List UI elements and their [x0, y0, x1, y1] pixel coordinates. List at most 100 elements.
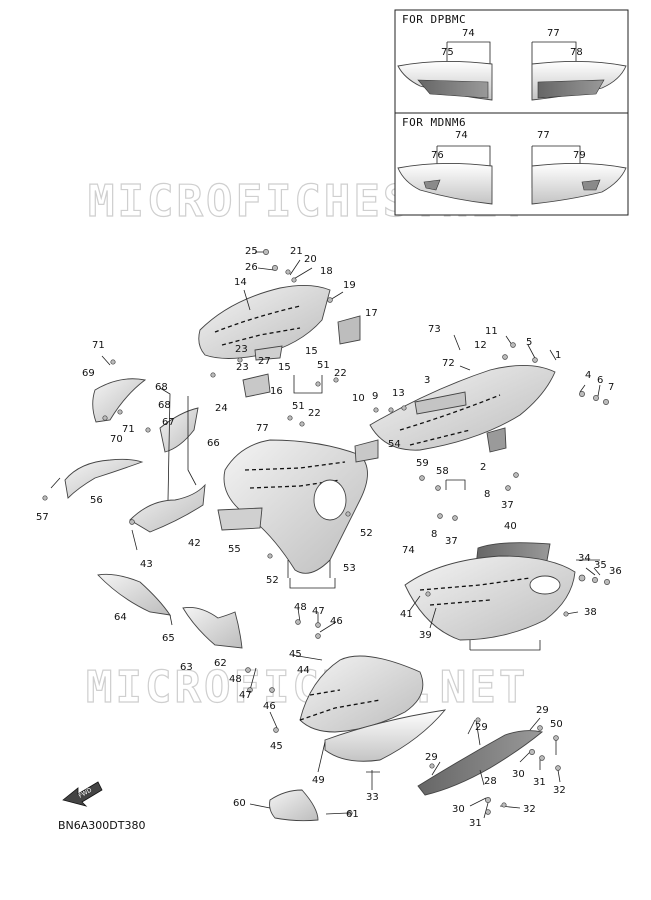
svg-text:66: 66 — [207, 438, 220, 449]
svg-text:30: 30 — [512, 769, 525, 780]
svg-text:22: 22 — [334, 368, 347, 379]
svg-text:30: 30 — [452, 804, 465, 815]
inset-label-74-top: 74 — [462, 28, 475, 39]
upper-cowling-14 — [198, 285, 331, 359]
panel-2 — [486, 427, 507, 453]
decal-75 — [417, 79, 489, 99]
svg-text:51: 51 — [317, 360, 330, 371]
svg-text:31: 31 — [533, 777, 546, 788]
svg-text:15: 15 — [278, 362, 291, 373]
svg-text:31: 31 — [469, 818, 482, 829]
svg-text:10: 10 — [352, 393, 365, 404]
piece-62 — [182, 607, 243, 649]
svg-text:41: 41 — [400, 609, 413, 620]
svg-text:71: 71 — [92, 340, 105, 351]
svg-text:18: 18 — [320, 266, 333, 277]
diagram-code: BN6A300DT380 — [58, 819, 145, 832]
svg-text:68: 68 — [155, 382, 168, 393]
svg-text:35: 35 — [594, 560, 607, 571]
svg-text:5: 5 — [526, 337, 532, 348]
svg-text:62: 62 — [214, 658, 227, 669]
svg-text:33: 33 — [366, 792, 379, 803]
svg-text:46: 46 — [330, 616, 343, 627]
svg-text:56: 56 — [90, 495, 103, 506]
inner-panel-66 — [159, 407, 199, 453]
variant-inset: FOR DPBMC 74 75 77 78 FOR MDNM6 74 76 77… — [394, 9, 629, 216]
svg-text:74: 74 — [402, 545, 415, 556]
svg-text:65: 65 — [162, 633, 175, 644]
svg-text:13: 13 — [392, 388, 405, 399]
svg-text:45: 45 — [289, 649, 302, 660]
inset-title-mdnm6: FOR MDNM6 — [402, 116, 466, 129]
svg-text:26: 26 — [245, 262, 258, 273]
middle-cowl-77 — [223, 439, 368, 574]
svg-text:47: 47 — [239, 690, 252, 701]
svg-text:36: 36 — [609, 566, 622, 577]
decal-78 — [537, 79, 605, 99]
svg-text:72: 72 — [442, 358, 455, 369]
svg-text:70: 70 — [110, 434, 123, 445]
svg-text:47: 47 — [312, 606, 325, 617]
svg-text:71: 71 — [122, 424, 135, 435]
svg-text:39: 39 — [419, 630, 432, 641]
svg-text:63: 63 — [180, 662, 193, 673]
inset-title-dpbmc: FOR DPBMC — [402, 13, 466, 26]
svg-text:28: 28 — [484, 776, 497, 787]
inset-label-77-bottom: 77 — [537, 130, 550, 141]
svg-text:54: 54 — [388, 439, 401, 450]
under-cowl-44 — [299, 655, 424, 733]
svg-text:14: 14 — [234, 277, 247, 288]
svg-text:20: 20 — [304, 254, 317, 265]
svg-text:52: 52 — [266, 575, 279, 586]
svg-text:29: 29 — [536, 705, 549, 716]
svg-text:1: 1 — [555, 350, 561, 361]
svg-text:49: 49 — [312, 775, 325, 786]
side-cowl-1 — [369, 365, 556, 451]
bracket-56 — [64, 458, 144, 499]
svg-text:61: 61 — [346, 809, 359, 820]
svg-text:57: 57 — [36, 512, 49, 523]
panel-16 — [242, 373, 271, 398]
svg-text:19: 19 — [343, 280, 356, 291]
svg-text:59: 59 — [416, 458, 429, 469]
svg-text:68: 68 — [158, 400, 171, 411]
svg-text:29: 29 — [475, 722, 488, 733]
inset-label-77-top: 77 — [547, 28, 560, 39]
panel-27 — [254, 345, 283, 361]
svg-text:67: 67 — [162, 417, 175, 428]
bracket-60 — [269, 789, 319, 822]
svg-text:29: 29 — [425, 752, 438, 763]
side-cover-right-mdnm6 — [531, 162, 627, 205]
svg-text:23: 23 — [236, 362, 249, 373]
fwd-direction-badge: FWD — [62, 781, 103, 807]
svg-text:6: 6 — [597, 375, 603, 386]
svg-text:48: 48 — [294, 602, 307, 613]
svg-text:77: 77 — [256, 423, 269, 434]
svg-text:58: 58 — [436, 466, 449, 477]
panel-54 — [354, 439, 379, 463]
svg-text:27: 27 — [258, 356, 271, 367]
svg-text:60: 60 — [233, 798, 246, 809]
svg-text:25: 25 — [245, 246, 258, 257]
svg-text:64: 64 — [114, 612, 127, 623]
svg-text:42: 42 — [188, 538, 201, 549]
svg-text:32: 32 — [523, 804, 536, 815]
panel-28 — [417, 730, 543, 796]
svg-text:32: 32 — [553, 785, 566, 796]
under-cowl-49 — [324, 709, 447, 762]
svg-text:7: 7 — [608, 382, 614, 393]
svg-text:44: 44 — [297, 665, 310, 676]
svg-text:69: 69 — [82, 368, 95, 379]
svg-text:37: 37 — [445, 536, 458, 547]
svg-text:2: 2 — [480, 462, 486, 473]
inset-label-79: 79 — [573, 150, 586, 161]
fasteners — [42, 249, 610, 816]
svg-text:24: 24 — [215, 403, 228, 414]
svg-text:11: 11 — [485, 326, 498, 337]
svg-text:73: 73 — [428, 324, 441, 335]
svg-text:21: 21 — [290, 246, 303, 257]
svg-text:22: 22 — [308, 408, 321, 419]
svg-text:46: 46 — [263, 701, 276, 712]
svg-text:55: 55 — [228, 544, 241, 555]
